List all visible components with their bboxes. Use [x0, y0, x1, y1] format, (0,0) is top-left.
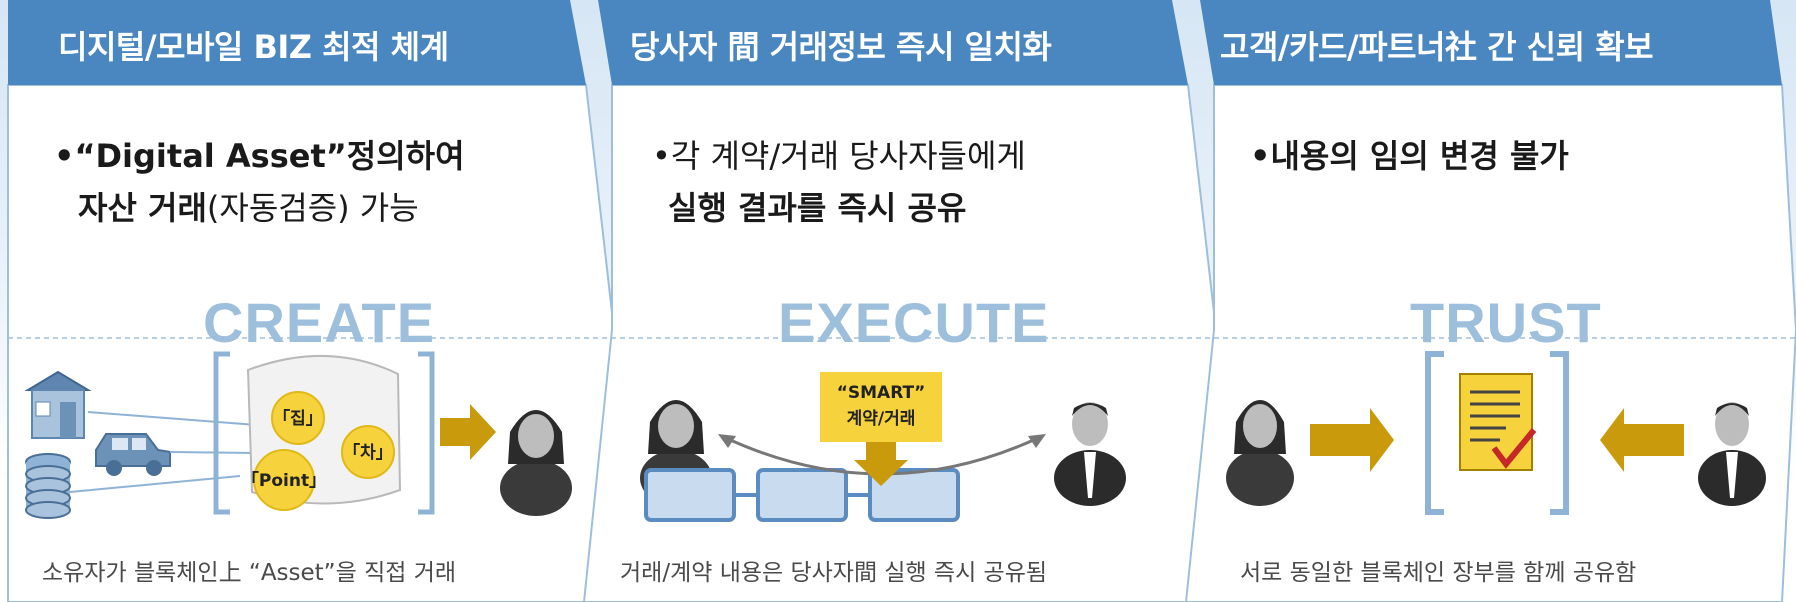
panel-1-bullet-line1: •“Digital Asset”정의하여	[54, 137, 465, 175]
stage-create: CREATE	[203, 291, 436, 354]
stage-trust: TRUST	[1410, 291, 1602, 354]
panel-1-caption: 소유자가 블록체인上 “Asset”을 직접 거래	[42, 560, 457, 586]
create-illustration: 「집」 「차」 「Point」	[24, 351, 572, 519]
left-bracket	[213, 351, 230, 515]
coin-stack-icon	[25, 453, 71, 519]
right-bracket	[1550, 351, 1569, 515]
man-avatar-icon	[1054, 402, 1126, 506]
panel-1-bullet-line2: 자산 거래(자동검증) 가능	[54, 182, 465, 234]
panel-2-caption: 거래/계약 내용은 당사자間 실행 즉시 공유됨	[620, 560, 1048, 586]
panel-3-header: 고객/카드/파트너社 간 신뢰 확보	[1220, 28, 1654, 66]
gold-arrow-left	[1600, 408, 1684, 472]
coin-label-house: 「집」	[273, 408, 323, 429]
panel-2-bullet: •각 계약/거래 당사자들에게 실행 결과를 즉시 공유	[652, 130, 1026, 234]
panel-1-bullet: •“Digital Asset”정의하여 자산 거래(자동검증) 가능	[54, 130, 465, 234]
car-icon	[95, 433, 171, 476]
panel-2-header: 당사자 間 거래정보 즉시 일치화	[630, 28, 1052, 66]
document-check-icon	[1459, 373, 1537, 471]
panel-1-bullet-rest: (자동검증) 가능	[206, 189, 419, 227]
coin-car	[341, 425, 395, 479]
coin-label-car: 「차」	[343, 442, 393, 463]
house-icon	[24, 370, 92, 439]
panel-1-header: 디지털/모바일 BIZ 최적 체계	[58, 28, 449, 66]
block-1	[644, 468, 736, 522]
panel-3-caption: 서로 동일한 블록체인 장부를 함께 공유함	[1240, 560, 1637, 586]
stage-execute: EXECUTE	[778, 291, 1050, 354]
coin-label-point: 「Point」	[242, 470, 326, 491]
gold-arrow-right	[440, 404, 496, 460]
header-bar-3	[1200, 0, 1782, 85]
woman-avatar-icon	[500, 410, 572, 516]
gold-arrow-right	[1310, 408, 1394, 472]
panel-3-bullet: •내용의 임의 변경 불가	[1250, 137, 1569, 175]
smart-label-2: 계약/거래	[847, 408, 916, 429]
header-bar-1	[8, 0, 586, 85]
smart-label-1: “SMART”	[837, 383, 926, 403]
man-avatar-icon	[1698, 402, 1766, 506]
left-bracket	[1425, 351, 1444, 515]
coin-point	[253, 449, 315, 511]
panel-2-bullet-bold: 실행 결과를 즉시 공유	[668, 189, 967, 227]
coin-house	[271, 391, 325, 445]
header-bar-2	[598, 0, 1188, 85]
block-2	[756, 468, 848, 522]
right-bracket	[418, 351, 435, 515]
woman-avatar-icon	[1226, 400, 1294, 506]
execute-illustration: “SMART” 계약/거래	[640, 372, 1126, 522]
panel-1-bullet-bold: 자산 거래	[78, 189, 207, 227]
panel-2-bullet-line1: •각 계약/거래 당사자들에게	[652, 137, 1026, 175]
smart-callout	[820, 372, 942, 442]
trust-illustration	[1226, 351, 1766, 515]
